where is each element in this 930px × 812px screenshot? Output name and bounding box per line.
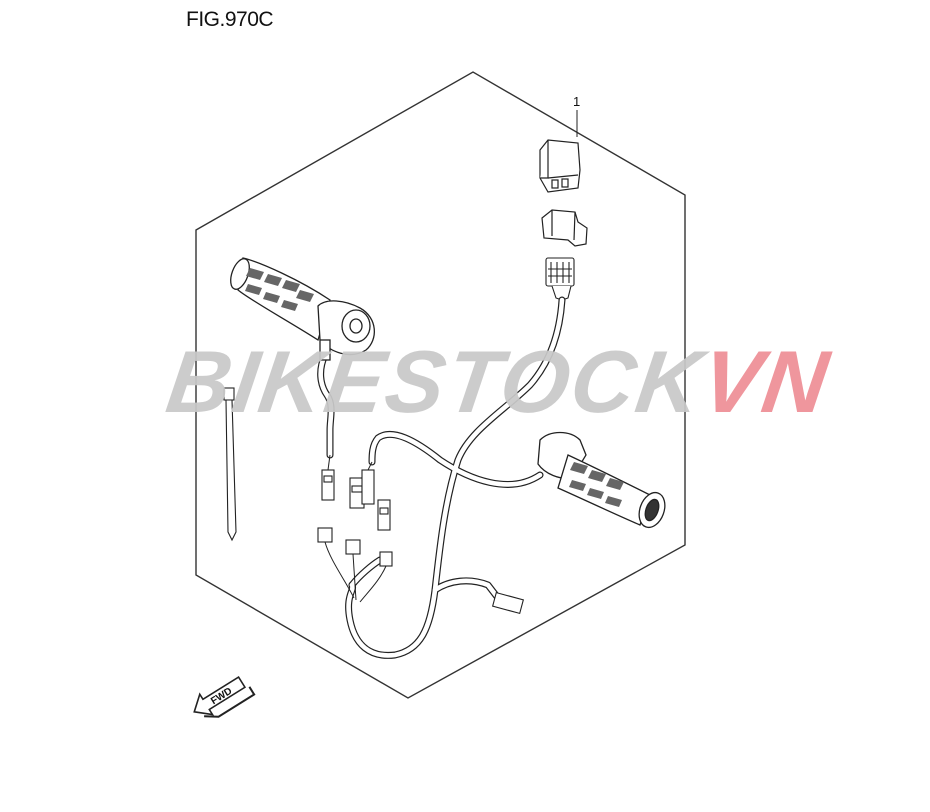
connector-cluster[interactable] (317, 469, 525, 615)
kit-outline-box (195, 71, 686, 699)
cable-tie[interactable] (223, 387, 237, 542)
callout-1[interactable]: 1 (573, 94, 580, 137)
fwd-arrow: FWD (193, 675, 256, 718)
connector-wires (324, 454, 387, 603)
switch-housing[interactable] (539, 139, 581, 193)
wiring-harness-inner (318, 297, 565, 658)
connector-cover[interactable] (541, 209, 588, 247)
callout-number: 1 (573, 94, 580, 109)
right-heated-grip[interactable] (537, 431, 669, 532)
watermark: BIKESTOCKVN (161, 332, 836, 431)
watermark-text-a: BIKESTOCK (161, 332, 710, 431)
figure-title: FIG.970C (186, 8, 274, 31)
multi-pin-connector[interactable] (545, 257, 575, 301)
left-heated-grip[interactable] (227, 256, 375, 361)
watermark-text-b: VN (695, 332, 836, 431)
